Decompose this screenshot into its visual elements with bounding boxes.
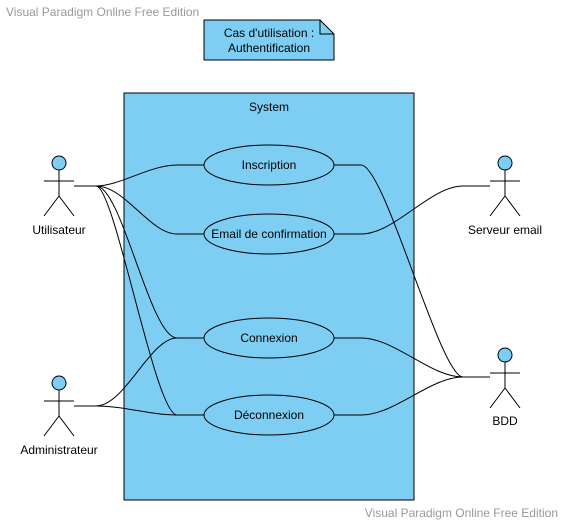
- use-case-connexion-shape: [203, 317, 335, 359]
- use-case-deconnexion[interactable]: Déconnexion: [203, 394, 335, 436]
- actor-bdd-leg-right: [504, 387, 521, 409]
- association-administrateur-deconnexion[interactable]: [95, 405, 204, 416]
- use-case-email-confirmation[interactable]: Email de confirmation: [203, 213, 335, 255]
- association-utilisateur-deconnexion[interactable]: [95, 185, 204, 416]
- actor-utilisateur-label: Utilisateur: [32, 223, 85, 237]
- actor-utilisateur-leg-right: [58, 195, 75, 217]
- note-shape: [203, 19, 335, 61]
- actor-bdd[interactable]: [489, 347, 521, 409]
- association-administrateur-connexion[interactable]: [74, 337, 204, 407]
- actor-bdd-leg-left: [489, 387, 506, 409]
- watermark-bottom: Visual Paradigm Online Free Edition: [365, 506, 558, 520]
- use-case-inscription[interactable]: Inscription: [203, 144, 335, 186]
- associations: [74, 164, 490, 416]
- actor-administrateur-head: [51, 375, 67, 391]
- watermark-top: Visual Paradigm Online Free Edition: [6, 5, 199, 19]
- actor-bdd-head: [497, 347, 513, 363]
- actor-administrateur-leg-left: [43, 415, 60, 437]
- actor-administrateur-label: Administrateur: [20, 443, 97, 457]
- note[interactable]: Cas d'utilisation : Authentification: [203, 19, 335, 61]
- association-connexion-bdd[interactable]: [334, 337, 464, 378]
- note-fold: [319, 20, 334, 35]
- note-line-1: Cas d'utilisation :: [224, 26, 314, 40]
- use-case-connexion[interactable]: Connexion: [203, 317, 335, 359]
- use-case-deconnexion-label: Déconnexion: [234, 408, 304, 422]
- use-case-connexion-label: Connexion: [240, 331, 297, 345]
- use-case-deconnexion-shape: [203, 394, 335, 436]
- use-case-inscription-shape: [203, 144, 335, 186]
- note-line-2: Authentification: [228, 41, 310, 55]
- system-label: System: [249, 100, 289, 114]
- association-utilisateur-email[interactable]: [95, 185, 204, 235]
- use-case-email-confirmation-label: Email de confirmation: [211, 227, 326, 241]
- actor-serveur-email-leg-right: [504, 195, 521, 217]
- actor-serveur-email-leg-left: [489, 195, 506, 217]
- association-email-serveur[interactable]: [334, 185, 490, 235]
- actor-utilisateur[interactable]: [43, 155, 75, 217]
- actor-utilisateur-leg-left: [43, 195, 60, 217]
- actor-utilisateur-head: [51, 155, 67, 171]
- association-deconnexion-bdd[interactable]: [334, 376, 464, 416]
- actor-administrateur-leg-right: [58, 415, 75, 437]
- actor-serveur-email-head: [497, 155, 513, 171]
- association-utilisateur-connexion[interactable]: [95, 185, 204, 339]
- actor-serveur-email-label: Serveur email: [468, 223, 542, 237]
- actor-administrateur[interactable]: [43, 375, 75, 437]
- association-inscription-bdd[interactable]: [334, 164, 490, 378]
- use-case-inscription-label: Inscription: [242, 158, 297, 172]
- actor-serveur-email[interactable]: [489, 155, 521, 217]
- actor-bdd-label: BDD: [492, 414, 518, 428]
- use-case-email-confirmation-shape: [203, 213, 335, 255]
